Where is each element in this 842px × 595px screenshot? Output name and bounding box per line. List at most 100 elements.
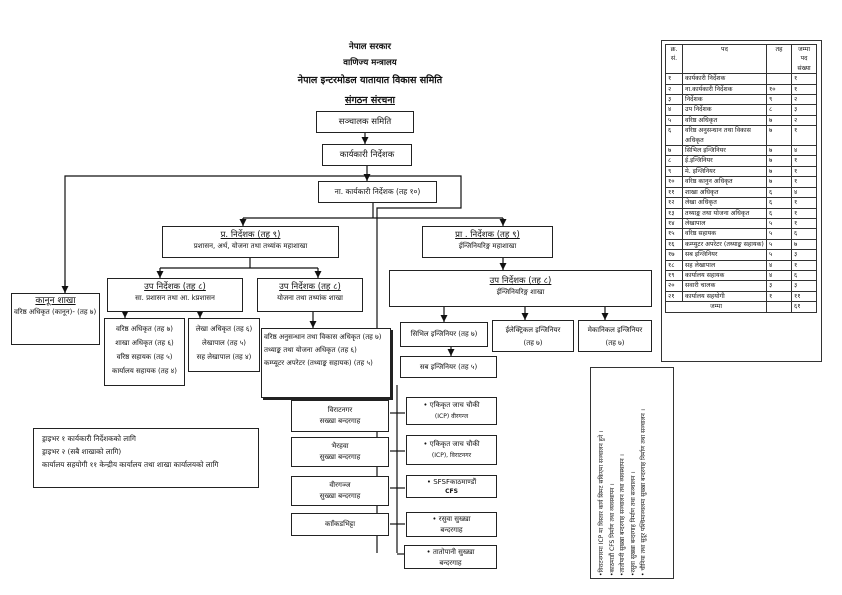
- serial-cell: १५: [665, 228, 683, 240]
- future-unit-sub: बन्दरगाह: [439, 559, 462, 567]
- level-cell: ६: [766, 197, 792, 209]
- post-cell: तथ्याङ्क तथा योजना अधिकृत: [682, 207, 767, 219]
- level-cell: ७: [766, 145, 792, 157]
- civil-engineer-box: सिभिल इन्जिनियर (तह ७): [400, 322, 488, 347]
- plan-note: •विराटनगरमा ICP मा विस्तार कार्य सिमट सक…: [598, 430, 605, 576]
- plan-notes-box: •विराटनगरमा ICP मा विस्तार कार्य सिमट सक…: [590, 367, 674, 579]
- post-cell: सवारी चालक: [682, 280, 767, 292]
- admin-staff-item: वरिष्ठ अधिकृत (तह ७): [115, 325, 173, 333]
- planning-staff-item: कम्प्यूटर अपरेटर (तथ्याङ्क सहायक) (तह ५): [264, 359, 373, 367]
- serial-cell: ९: [665, 165, 683, 178]
- level-cell: ४: [766, 259, 792, 271]
- count-cell: १: [791, 197, 817, 209]
- dry-port-name: भैरहवा: [331, 442, 349, 450]
- serial-cell: १: [665, 73, 683, 85]
- dry-port-sub: सुख्खा बन्दरगाह: [319, 453, 361, 461]
- level-cell: ६: [766, 207, 792, 219]
- admin-deputy-section: सा. प्रशासन तथा आ. kप्रशासन: [135, 294, 215, 302]
- note-line: ड्राइभर १ कार्यकारी निर्देशकको लागि: [42, 434, 136, 443]
- count-cell: ६: [791, 228, 817, 240]
- level-cell: १०: [766, 83, 792, 96]
- eng-deputy-box: उप निर्देशक (तह ८) ईन्जिनियरिङ्ग शाखा: [389, 270, 652, 307]
- serial-cell: ५: [665, 114, 683, 127]
- admin-staff-item: कार्यालय सहायक (तह ४): [111, 367, 178, 375]
- note-line: ड्राइभर २ (सबै शाखाको लागि): [42, 447, 122, 456]
- eng-director-title: प्रा . निर्देशक (तह ९): [455, 230, 520, 240]
- future-unit-box: • SFSFकाठमाण्डौंCFS: [406, 475, 497, 498]
- planning-deputy-section: योजना तथा तथ्यांक शाखा: [277, 294, 343, 302]
- level-cell: ५: [766, 238, 792, 251]
- count-cell: ३: [791, 249, 817, 261]
- future-unit-sub: CFS: [445, 488, 458, 495]
- planning-deputy-box: उप निर्देशक (तह ८) योजना तथा तथ्यांक शाख…: [257, 278, 363, 312]
- dry-port-box: भैरहवा सुख्खा बन्दरगाह: [291, 437, 389, 467]
- admin-director-box: प्र. निर्देशक (तह ९) प्रशासन, अर्थ, योजन…: [162, 226, 339, 258]
- plan-note: •रसुवा सुख्खा बन्दरगाह निर्माण तथा सञ्चा…: [629, 471, 637, 576]
- col-header: क्र. सं.: [665, 43, 683, 75]
- level-cell: ७: [766, 125, 792, 147]
- electrical-engineer-box: ईलेक्ट्रिकल इन्जिनियर (तह ७): [492, 320, 574, 352]
- dry-port-sub: सख्खा बन्दरगाह: [319, 417, 361, 425]
- future-unit-name: • एकिकृत जाच चौकी: [423, 440, 480, 448]
- post-cell: कार्यकारी निर्देशक: [682, 73, 767, 85]
- deputy-executive-director-box: ना. कार्यकारी निर्देशक (तह १०): [318, 181, 437, 203]
- serial-cell: २: [665, 83, 683, 96]
- post-cell: वरिष्ठ सहायक: [682, 228, 767, 240]
- col-header: पद: [682, 43, 767, 75]
- legal-section-title: कानून शाखा: [35, 296, 76, 306]
- level-cell: ७: [766, 165, 792, 178]
- post-cell: सिभिल इन्जिनियर: [682, 145, 767, 157]
- legal-section-box: कानून शाखा वरिष्ठ अधिकृत (कानून)- (तह ७): [11, 293, 100, 345]
- level-cell: ५: [766, 249, 792, 261]
- board-box: सञ्चालक समिति: [316, 111, 414, 133]
- driver-notes-box: ड्राइभर १ कार्यकारी निर्देशकको लागि ड्रा…: [33, 428, 259, 488]
- admin-staff-item: शाखा अधिकृत (तह ६): [115, 339, 174, 347]
- post-cell: ना.कार्यकारी निर्देशक: [682, 83, 767, 96]
- executive-director-box: कार्यकारी निर्देशक: [322, 144, 412, 166]
- count-cell: १: [791, 125, 817, 147]
- serial-cell: १९: [665, 269, 683, 282]
- planning-staff-box: वरिष्ठ अनुसन्धान तथा विकास अधिकृत (तह ७)…: [261, 328, 391, 398]
- serial-cell: ६: [665, 125, 683, 147]
- serial-cell: ११: [665, 186, 683, 199]
- col-header: जम्मा पद संख्या: [791, 43, 817, 75]
- planning-deputy-title: उप निर्देशक (तह ८): [279, 282, 341, 292]
- accounts-staff-item: सह लेखापाल (तह ४): [196, 353, 252, 361]
- accounts-staff-box: लेखा अधिकृत (तह ६) लेखापाल (तह ५) सह लेख…: [188, 318, 260, 372]
- count-cell: २: [791, 114, 817, 127]
- serial-cell: १३: [665, 207, 683, 219]
- dry-port-box: कााँकडभिट्टा: [291, 513, 389, 536]
- dry-port-sub: सुख्खा बन्दरगाह: [319, 492, 361, 500]
- count-cell: ४: [791, 186, 817, 199]
- count-cell: ४: [791, 145, 817, 157]
- future-unit-box: • रसुवा सुख्खाबन्दरगाह: [406, 512, 497, 537]
- count-cell: १: [791, 83, 817, 96]
- level-cell: ३: [766, 280, 792, 292]
- count-cell: ७: [791, 238, 817, 251]
- future-unit-sub: बन्दरगाह: [440, 526, 463, 534]
- count-cell: २: [791, 94, 817, 106]
- future-unit-name: • एकिकृत जाच चौकी: [423, 401, 480, 409]
- legal-section-staff: वरिष्ठ अधिकृत (कानून)- (तह ७): [14, 308, 97, 316]
- level-cell: ९: [766, 94, 792, 106]
- eng-director-box: प्रा . निर्देशक (तह ९) ईन्जिनियरिङ्ग महा…: [422, 226, 553, 258]
- level-cell: १: [766, 290, 792, 303]
- level-cell: ७: [766, 155, 792, 167]
- count-cell: १: [791, 207, 817, 219]
- plan-note: •तातोपानी सुख्खा बन्दरगाह सञ्चालन तथा व्…: [619, 454, 626, 576]
- count-cell: ६: [791, 269, 817, 282]
- ministry-heading: वाणिज्य मन्त्रालय: [343, 58, 397, 68]
- future-unit-name: • तातोपानी सुख्खा: [426, 548, 475, 556]
